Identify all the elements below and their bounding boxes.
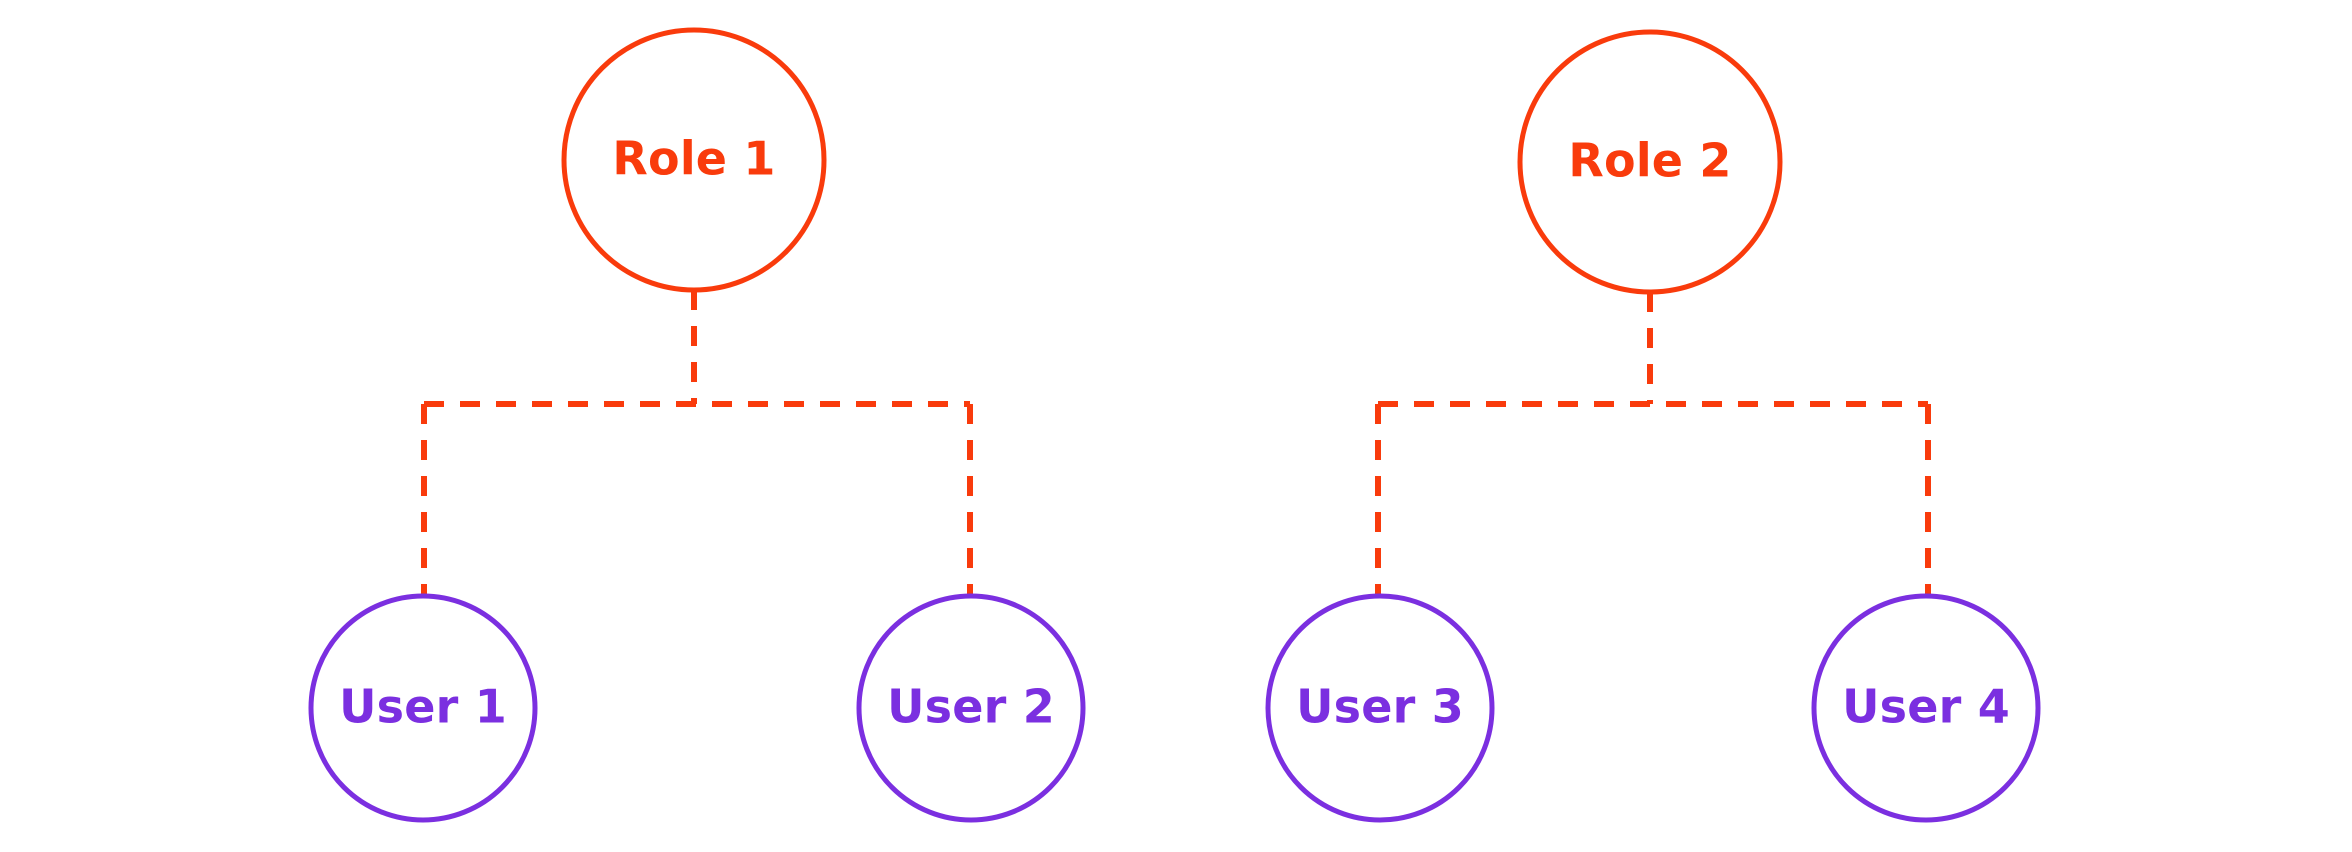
user-3-circle[interactable] — [1265, 593, 1495, 823]
role-2-label: Role 2 — [1568, 134, 1731, 188]
user-2-circle[interactable] — [856, 593, 1086, 823]
role-1-circle[interactable] — [561, 27, 827, 293]
node-role-1[interactable]: Role 1 — [561, 27, 827, 293]
node-user-3[interactable]: User 3 — [1265, 593, 1495, 823]
user-2-label: User 2 — [887, 680, 1055, 734]
node-user-4[interactable]: User 4 — [1811, 593, 2041, 823]
user-4-circle[interactable] — [1811, 593, 2041, 823]
role-2-circle[interactable] — [1517, 29, 1783, 295]
node-user-2[interactable]: User 2 — [856, 593, 1086, 823]
user-1-label: User 1 — [339, 680, 507, 734]
node-role-2[interactable]: Role 2 — [1517, 29, 1783, 295]
user-4-label: User 4 — [1842, 680, 2010, 734]
node-user-1[interactable]: User 1 — [308, 593, 538, 823]
user-1-circle[interactable] — [308, 593, 538, 823]
role-1-label: Role 1 — [612, 132, 775, 186]
user-3-label: User 3 — [1296, 680, 1464, 734]
connector-group — [421, 290, 1931, 596]
